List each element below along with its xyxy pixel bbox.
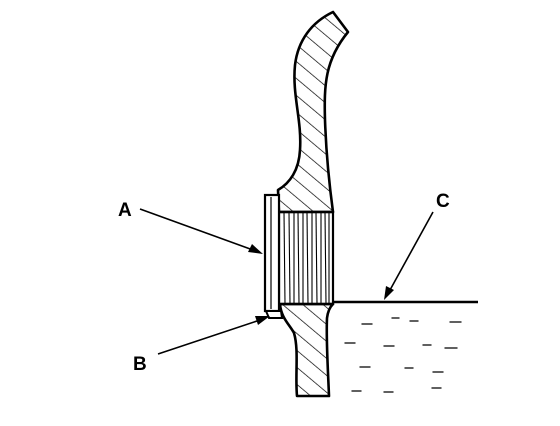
callout-label-a: A — [118, 200, 132, 221]
housing-wall-lower — [278, 302, 335, 398]
threaded-bore — [277, 210, 335, 306]
callout-label-c: C — [436, 191, 450, 212]
plug-head — [263, 193, 281, 313]
leader-c — [384, 211, 434, 300]
sealing-washer — [264, 310, 284, 319]
housing-wall-upper — [276, 10, 350, 214]
fluid-marks — [344, 317, 462, 393]
leader-a — [139, 208, 263, 254]
callout-label-b: B — [133, 354, 147, 375]
leader-b — [157, 316, 270, 355]
